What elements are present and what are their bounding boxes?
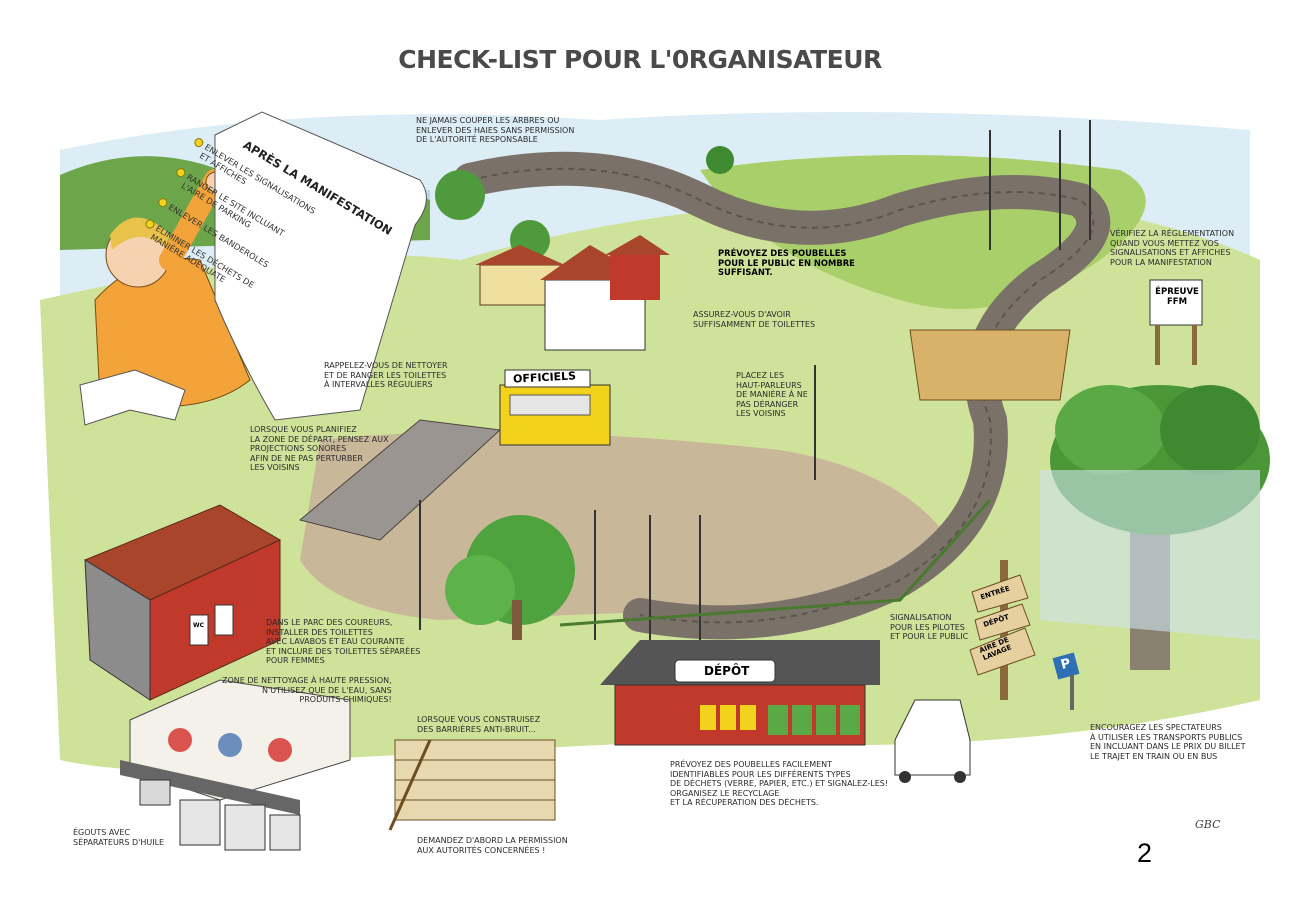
note-permission: DEMANDEZ D'ABORD LA PERMISSION AUX AUTOR… xyxy=(417,836,568,855)
bullet-dot-icon xyxy=(174,166,187,179)
note-public-transport: ENCOURAGEZ LES SPECTATEURS À UTILISER LE… xyxy=(1090,723,1246,761)
bullet-dot-icon xyxy=(143,217,157,231)
epreuve-sign xyxy=(1149,279,1203,365)
note-public-bins: PRÉVOYEZ DES POUBELLES POUR LE PUBLIC EN… xyxy=(718,248,855,278)
washing-zone xyxy=(120,679,351,815)
note-paddock: DANS LE PARC DES COUREURS, INSTALLER DES… xyxy=(266,618,421,666)
note-speakers: PLACEZ LES HAUT-PARLEURS DE MANIÈRE À NE… xyxy=(736,371,808,419)
page-number: 2 xyxy=(1137,838,1153,868)
light-poles xyxy=(419,120,1091,640)
oil-separators xyxy=(139,779,301,851)
note-noise-barriers: LORSQUE VOUS CONSTRUISEZ DES BARRIÈRES A… xyxy=(417,715,541,734)
note-trees: NE JAMAIS COUPER LES ARBRES OU ENLEVER D… xyxy=(416,116,575,145)
note-enough-toilets: ASSUREZ-VOUS D'AVOIR SUFFISAMMENT DE TOI… xyxy=(693,310,816,329)
clubhouse xyxy=(475,235,670,351)
note-regulations: VÉRIFIEZ LA RÉGLEMENTATION QUAND VOUS ME… xyxy=(1110,229,1235,267)
note-clean-toilets: RAPPELEZ-VOUS DE NETTOYER ET DE RANGER L… xyxy=(324,361,448,390)
direction-post xyxy=(969,560,1080,710)
wc-sign: WC xyxy=(193,622,205,629)
note-start-zone: LORSQUE VOUS PLANIFIEZ LA ZONE DE DÉPART… xyxy=(250,425,389,473)
paddock-building xyxy=(83,504,282,701)
artist-signature: GBC xyxy=(1195,818,1221,831)
note-signage: SIGNALISATION POUR LES PILOTES ET POUR L… xyxy=(890,613,969,642)
page-title: CHECK-LIST POUR L'0RGANISATEUR xyxy=(398,45,882,74)
scroll-paper xyxy=(214,111,427,421)
tree-cluster xyxy=(435,146,734,640)
officiels-booth xyxy=(499,369,611,446)
epreuve-line-1: ÉPREUVE xyxy=(1155,287,1199,297)
bullet-dot-icon xyxy=(192,136,206,149)
checklist-item-text: ÉLIMINER LES DÉCHETS DE MANIÈRE ADÉQUATE xyxy=(148,223,257,290)
open-book xyxy=(79,369,186,426)
depot-sign: DÉPÔT xyxy=(704,664,750,678)
noise-barrier xyxy=(388,739,556,831)
track-edge xyxy=(469,167,1095,624)
note-sewers: ÉGOUTS AVEC SÉPARATEURS D'HUILE xyxy=(73,828,165,847)
pond xyxy=(1040,470,1260,640)
wooden-bridge xyxy=(909,329,1071,401)
track-fence xyxy=(559,498,992,627)
depot-building xyxy=(600,640,880,746)
epreuve-line-2: FFM xyxy=(1166,297,1188,307)
bullet-dot-icon xyxy=(156,196,169,209)
note-washing: ZONE DE NETTOYAGE À HAUTE PRESSION, N'UT… xyxy=(222,676,392,705)
car xyxy=(894,699,971,783)
note-waste-sorting: PRÉVOYEZ DES POUBELLES FACILEMENT IDENTI… xyxy=(670,760,889,808)
organizer-person xyxy=(94,169,251,408)
